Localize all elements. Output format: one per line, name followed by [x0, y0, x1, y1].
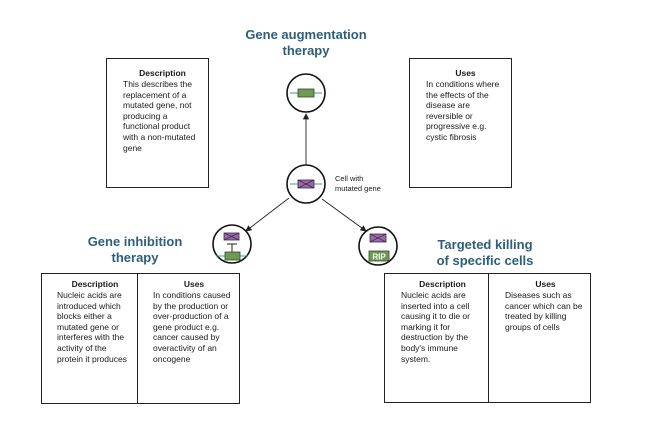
targeted-killing-uses-text: Diseases such as cancer which can be tre… [505, 290, 583, 332]
killed-cell-icon: RIP [358, 226, 398, 266]
inhibition-uses-cell: Uses In conditions caused by the product… [138, 274, 239, 403]
augmented-cell-icon [286, 73, 326, 113]
augmentation-description-heading: Description [139, 68, 186, 78]
arrow-to-inhibition [245, 197, 290, 232]
center-cell-caption-line2: mutated gene [335, 184, 381, 193]
targeted-killing-description-cell: Description Nucleic acids are inserted i… [385, 274, 489, 402]
gene-augmentation-title-line1: Gene augmentation [245, 27, 367, 42]
gene-inhibition-title-line1: Gene inhibition [87, 234, 183, 249]
inhibited-cell-icon [212, 224, 252, 264]
augmentation-description-box: Description This describes the replaceme… [106, 58, 209, 188]
targeted-killing-description-text: Nucleic acids are inserted into a cell c… [401, 290, 470, 364]
targeted-killing-uses-cell: Uses Diseases such as cancer which can b… [489, 274, 590, 402]
gene-inhibition-title: Gene inhibition therapy [70, 234, 200, 266]
center-cell-caption-line1: Cell with [335, 174, 364, 183]
inhibition-description-cell: Description Nucleic acids are introduced… [42, 274, 138, 403]
targeted-killing-description-heading: Description [419, 279, 466, 289]
augmentation-uses-box: Uses In conditions where the effects of … [409, 58, 512, 188]
center-cell-caption: Cell with mutated gene [335, 174, 405, 194]
targeted-killing-title-line1: Targeted killing [437, 237, 533, 252]
mutated-cell-icon [286, 164, 326, 204]
targeted-killing-info-box: Description Nucleic acids are inserted i… [384, 273, 591, 403]
inhibition-uses-text: In conditions caused by the production o… [153, 290, 231, 364]
targeted-killing-uses-heading: Uses [535, 279, 556, 289]
augmentation-uses-text: In conditions where the effects of the d… [426, 79, 500, 142]
inhibition-description-heading: Description [71, 279, 119, 289]
inhibition-description-text: Nucleic acids are introduced which block… [57, 290, 127, 364]
inhibition-info-box: Description Nucleic acids are introduced… [41, 273, 240, 404]
augmentation-description-text: This describes the replacement of a muta… [123, 79, 196, 153]
rip-label: RIP [372, 253, 386, 262]
targeted-killing-title: Targeted killing of specific cells [420, 237, 550, 269]
gene-inhibition-title-line2: therapy [111, 250, 159, 265]
gene-augmentation-title-line2: therapy [282, 43, 330, 58]
inhibition-uses-heading: Uses [183, 279, 205, 289]
arrow-to-targeted-killing [321, 198, 367, 232]
targeted-killing-title-line2: of specific cells [436, 253, 534, 268]
gene-augmentation-title: Gene augmentation therapy [226, 27, 386, 59]
augmentation-uses-heading: Uses [455, 68, 476, 78]
